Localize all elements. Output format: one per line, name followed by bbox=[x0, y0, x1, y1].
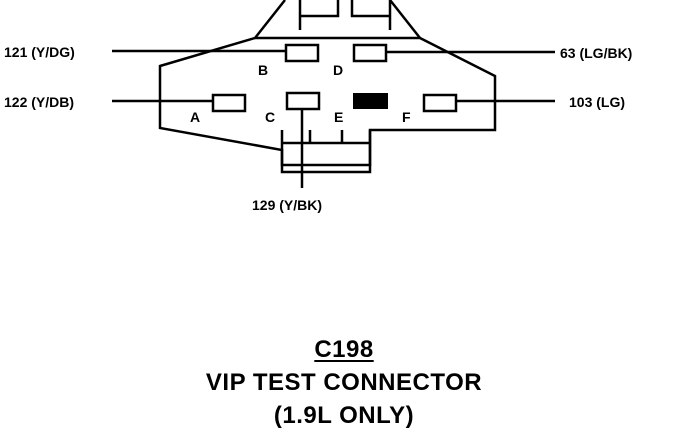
pin-label-c: C bbox=[265, 109, 275, 125]
pin-cavity-d bbox=[352, 43, 388, 63]
pin-cavity-f bbox=[422, 93, 458, 113]
wire-label-121: 121 (Y/DG) bbox=[4, 44, 75, 60]
pin-cavity-c bbox=[285, 91, 321, 111]
connector-id: C198 bbox=[314, 336, 374, 363]
wire-label-63: 63 (LG/BK) bbox=[560, 45, 632, 61]
pin-label-a: A bbox=[190, 109, 200, 125]
pin-cavity-a bbox=[211, 93, 247, 113]
pin-label-d: D bbox=[333, 62, 343, 78]
pin-label-f: F bbox=[402, 109, 411, 125]
connector-base bbox=[280, 130, 372, 174]
pin-label-b: B bbox=[258, 62, 268, 78]
top-latch bbox=[254, 0, 421, 39]
connector-name: VIP TEST CONNECTOR bbox=[205, 369, 483, 396]
pin-cavity-e-filled bbox=[353, 93, 388, 109]
pin-cavity-b bbox=[284, 43, 320, 63]
wire-label-129: 129 (Y/BK) bbox=[252, 197, 322, 213]
wire-label-103: 103 (LG) bbox=[569, 94, 625, 110]
pin-label-e: E bbox=[334, 109, 343, 125]
wire-label-122: 122 (Y/DB) bbox=[4, 94, 74, 110]
connector-note: (1.9L ONLY) bbox=[273, 402, 415, 429]
